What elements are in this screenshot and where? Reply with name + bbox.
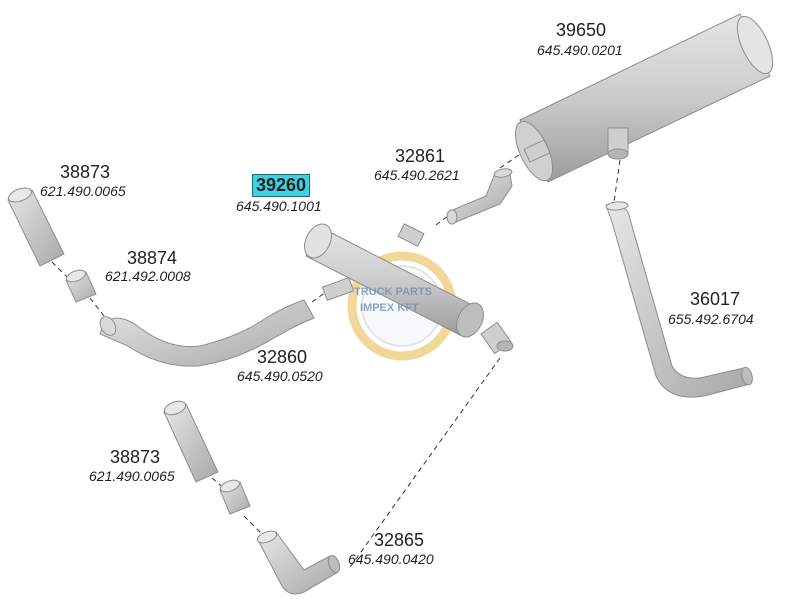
silencer-39260[interactable] — [299, 220, 514, 355]
part-number-38873-lower: 38873 — [110, 447, 161, 467]
watermark-text-line1: TRUCK PARTS — [354, 286, 433, 298]
part-code-38873-upper: 621.490.0065 — [40, 183, 126, 199]
part-number-39260[interactable]: 39260 — [252, 174, 311, 197]
pipe-32860[interactable] — [97, 299, 315, 367]
part-number-32860: 32860 — [257, 347, 308, 367]
hose-38873-lower[interactable] — [163, 399, 219, 483]
part-code-38874: 621.492.0008 — [105, 268, 191, 284]
elbow-32865[interactable] — [256, 529, 342, 595]
clamp-38874[interactable] — [65, 268, 97, 303]
hose-38873-upper[interactable] — [7, 185, 65, 267]
connector-32861[interactable] — [446, 167, 513, 225]
part-code-38873-lower: 621.490.0065 — [89, 468, 175, 484]
part-code-32865: 645.490.0420 — [348, 551, 434, 567]
part-code-32860: 645.490.0520 — [237, 368, 323, 384]
part-number-38873-upper: 38873 — [60, 162, 111, 182]
part-code-39650: 645.490.0201 — [537, 42, 623, 58]
part-code-39260: 645.490.1001 — [236, 198, 322, 214]
connection-lines — [51, 149, 621, 571]
part-number-38874: 38874 — [127, 248, 178, 268]
part-number-32865: 32865 — [374, 530, 425, 550]
part-code-36017: 655.492.6704 — [668, 311, 754, 327]
part-number-36017: 36017 — [690, 289, 741, 309]
watermark-text-line2: IMPEX KFT — [360, 302, 419, 314]
part-code-32861: 645.490.2621 — [374, 167, 460, 183]
clamp-lower[interactable] — [219, 478, 251, 515]
part-number-32861: 32861 — [395, 146, 446, 166]
pipe-36017[interactable] — [605, 201, 754, 398]
part-number-39650: 39650 — [556, 20, 607, 40]
silencer-39650[interactable] — [508, 11, 780, 186]
